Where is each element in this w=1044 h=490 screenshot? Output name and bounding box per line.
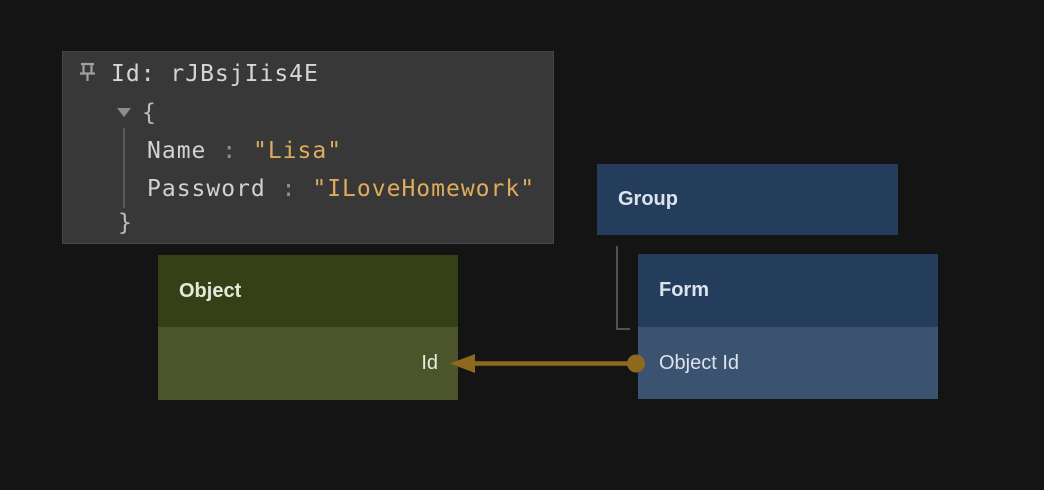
entry-separator: : xyxy=(222,138,238,164)
node-object-field-id[interactable]: Id xyxy=(158,327,458,400)
entry-key: Name xyxy=(147,138,207,164)
node-form-field-object-id[interactable]: Object Id xyxy=(638,327,938,399)
node-form[interactable]: Form Object Id xyxy=(638,254,938,399)
node-group-header[interactable]: Group xyxy=(618,188,678,210)
entry-key: Password xyxy=(147,176,266,202)
entry-value: "ILoveHomework" xyxy=(312,176,536,202)
tooltip-id-title: Id: rJBsjIis4E xyxy=(111,61,319,87)
tooltip-entry: Password : "ILoveHomework" xyxy=(147,174,535,204)
group-form-connector-horizontal xyxy=(616,328,630,330)
chevron-down-icon[interactable] xyxy=(117,108,131,117)
arrowhead-icon xyxy=(450,354,475,373)
relation-arrow[interactable] xyxy=(440,345,650,385)
indent-guide-line xyxy=(123,128,125,208)
connection-dot-icon xyxy=(627,354,645,373)
node-form-header[interactable]: Form xyxy=(638,254,938,327)
node-object-header[interactable]: Object xyxy=(158,255,458,327)
close-brace: } xyxy=(118,210,133,236)
entry-separator: : xyxy=(281,176,297,202)
group-form-connector-vertical xyxy=(616,246,618,330)
pin-icon[interactable] xyxy=(78,62,97,82)
node-object[interactable]: Object Id xyxy=(158,255,458,400)
entry-value: "Lisa" xyxy=(252,138,343,164)
pinned-value-tooltip: Id: rJBsjIis4E { Name : "Lisa" Password … xyxy=(62,51,554,244)
node-group[interactable]: Group xyxy=(597,164,898,235)
tooltip-entry: Name : "Lisa" xyxy=(147,136,342,166)
open-brace: { xyxy=(142,100,157,126)
